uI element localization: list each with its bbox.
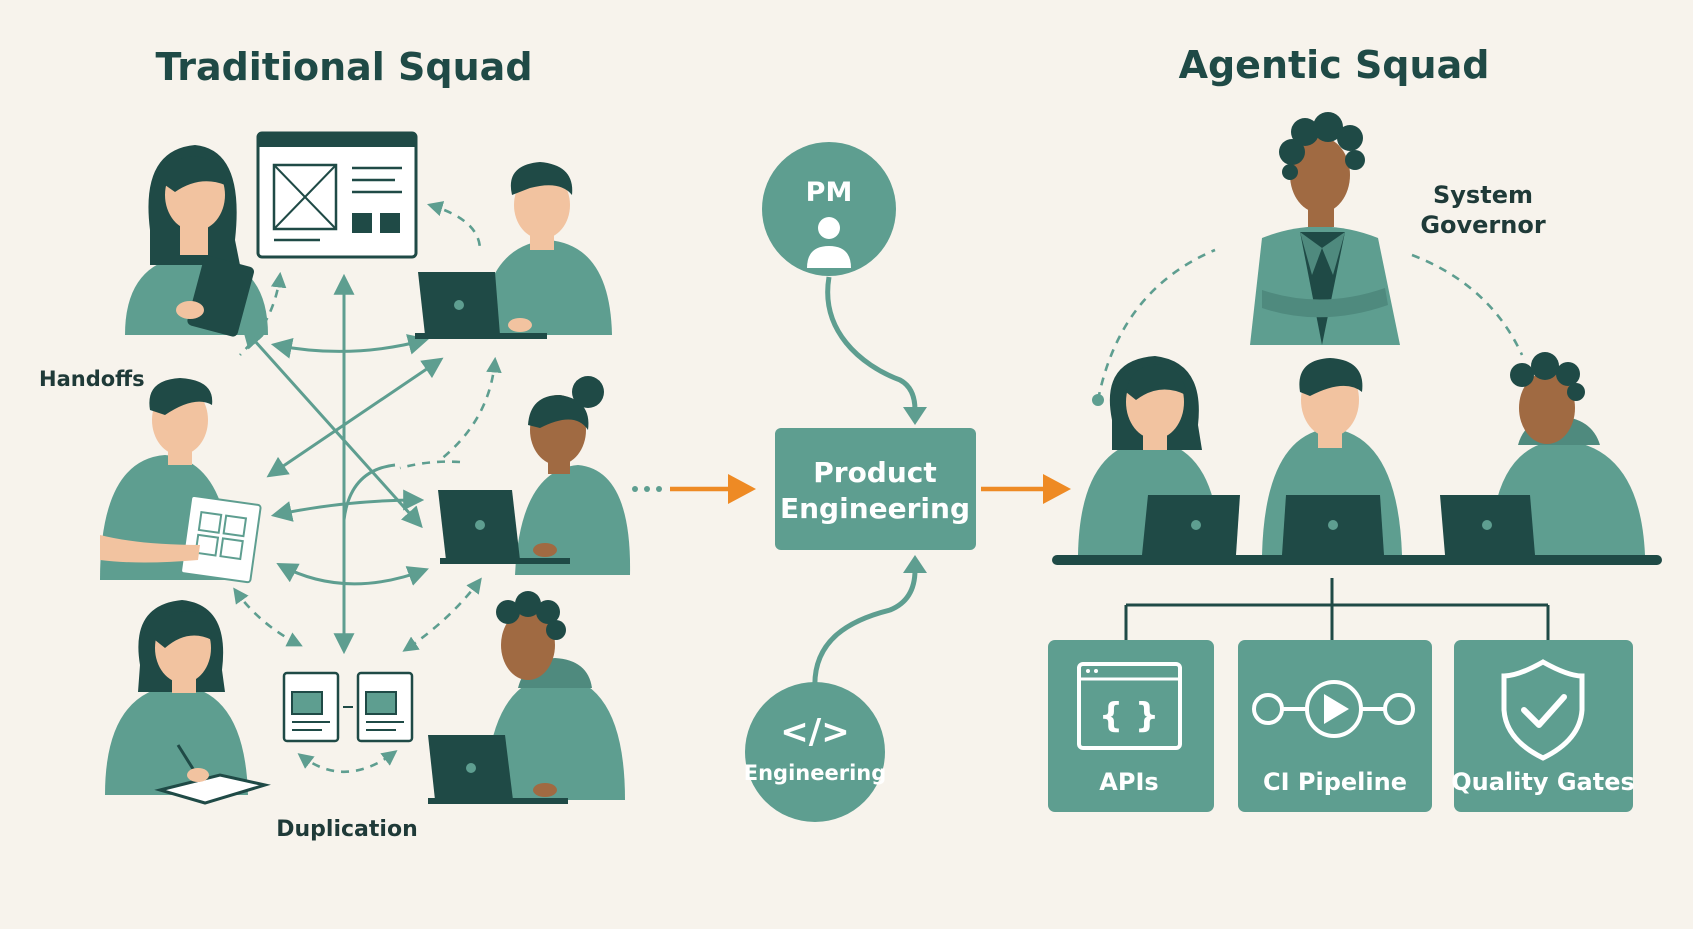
handoff-arrows [242,273,444,655]
engineering-label: Engineering [744,761,887,785]
code-icon: </> [780,712,849,752]
play-icon [1324,694,1349,724]
braces-icon: { } [1099,696,1159,736]
person-agent-man-center [1262,358,1402,555]
person-agent-woman [1078,356,1240,555]
arc-end-dot [1092,394,1104,406]
person-analyst-with-document [100,378,262,584]
user-icon [818,217,840,239]
pm-label: PM [806,177,853,208]
engineering-circle-node: </> Engineering [744,682,887,822]
person-developer-with-laptop-middle [438,376,631,575]
ci-pipeline-label: CI Pipeline [1263,768,1407,796]
person-system-governor [1250,112,1400,345]
dashed-handoff-arrows [233,201,502,774]
person-writer-with-notebook [105,600,271,805]
shield-check-icon [1501,659,1585,761]
orange-arrow-to-agentic [981,474,1071,504]
engineering-connector [812,569,918,691]
pm-connector-arrowhead [903,407,927,425]
person-developer-with-laptop-top [415,162,612,339]
platform-connector-tree [1124,578,1550,640]
product-engineering-line2: Engineering [780,492,970,525]
traditional-squad-title: Traditional Squad [155,45,532,89]
pm-circle-node: PM [762,142,896,276]
quality-gates-box: Quality Gates [1451,640,1635,812]
apis-label: APIs [1099,768,1158,796]
product-engineering-box: Product Engineering [775,428,976,550]
person-developer-in-hoodie [428,591,625,804]
agentic-squad-title: Agentic Squad [1179,43,1490,87]
handoffs-label: Handoffs [39,367,145,391]
product-engineering-line1: Product [813,456,937,489]
quality-gates-label: Quality Gates [1451,768,1635,796]
governor-oversight-arcs [1096,248,1524,401]
duplicate-documents-icon [282,671,414,743]
pm-connector [825,276,918,411]
wireframe-window-icon [256,131,418,259]
system-governor-label-line2: Governor [1420,211,1546,239]
person-agent-man-hoodie [1440,352,1645,555]
apis-box: { } APIs [1048,640,1214,812]
system-governor-label-line1: System [1433,181,1533,209]
person-designer-with-tablet [125,145,268,337]
dotted-transition-arrow [632,474,756,504]
duplication-label: Duplication [276,817,417,842]
shared-desk [1052,555,1662,565]
engineering-connector-arrowhead [903,555,927,573]
ci-pipeline-box: CI Pipeline [1238,640,1432,812]
